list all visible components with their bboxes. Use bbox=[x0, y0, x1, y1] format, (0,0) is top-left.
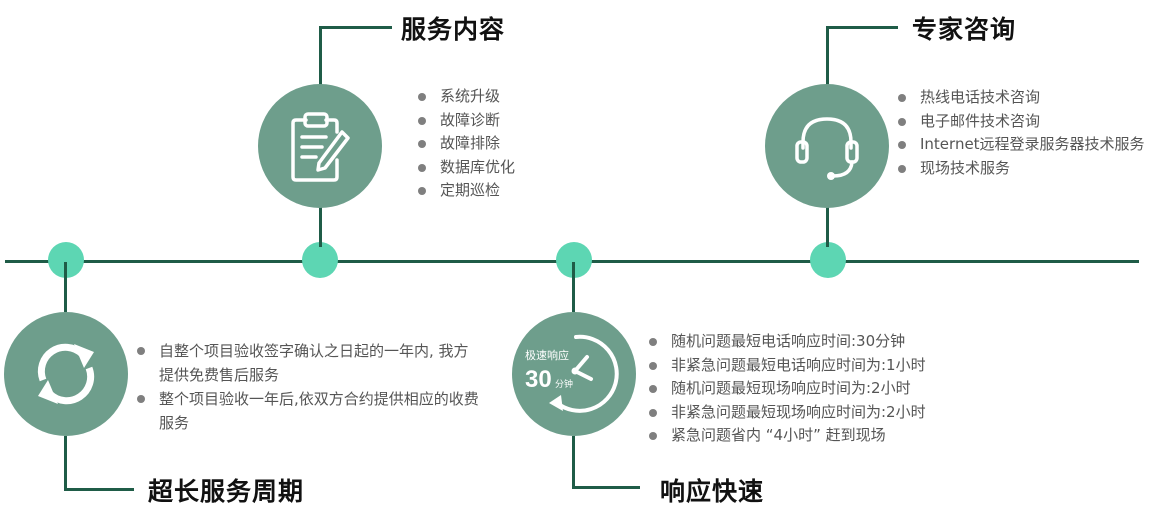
list-item: 自整个项目验收签字确认之日起的一年内, 我方提供免费售后服务 bbox=[137, 339, 482, 387]
connector-fast-response-bottom bbox=[572, 436, 575, 489]
list-item: 整个项目验收一年后,依双方合约提供相应的收费服务 bbox=[137, 387, 482, 435]
connector-service-content-horizontal bbox=[319, 26, 392, 29]
long-service-circle bbox=[4, 312, 128, 436]
timer-unit-text: 分钟 bbox=[555, 378, 573, 389]
list-item: 热线电话技术咨询 bbox=[898, 86, 1145, 110]
expert-consult-list: 热线电话技术咨询 电子邮件技术咨询 Internet远程登录服务器技术服务 现场… bbox=[898, 86, 1145, 180]
fast-response-list: 随机问题最短电话响应时间:30分钟 非紧急问题最短电话响应时间为:1小时 随机问… bbox=[649, 330, 926, 448]
list-item: 故障诊断 bbox=[418, 109, 515, 133]
fast-response-circle: 极速响应 30 分钟 bbox=[512, 312, 636, 436]
list-item: 定期巡检 bbox=[418, 179, 515, 203]
connector-long-service-horizontal bbox=[64, 488, 134, 491]
service-content-circle bbox=[258, 84, 382, 208]
long-service-title: 超长服务周期 bbox=[148, 477, 305, 506]
list-item: 故障排除 bbox=[418, 132, 515, 156]
list-item: 电子邮件技术咨询 bbox=[898, 110, 1145, 134]
connector-service-content-bottom bbox=[319, 207, 322, 247]
expert-consult-title: 专家咨询 bbox=[912, 15, 1017, 44]
long-service-list: 自整个项目验收签字确认之日起的一年内, 我方提供免费售后服务 整个项目验收一年后… bbox=[137, 339, 482, 435]
headset-icon bbox=[795, 117, 859, 180]
refresh-icon bbox=[37, 343, 95, 405]
list-item: 系统升级 bbox=[418, 85, 515, 109]
expert-consult-circle bbox=[765, 84, 889, 208]
timer-icon: 极速响应 30 分钟 bbox=[525, 334, 619, 413]
connector-expert-consult-top bbox=[826, 27, 829, 85]
connector-service-content-top bbox=[319, 27, 322, 85]
connector-long-service-bottom bbox=[64, 436, 67, 491]
service-content-list: 系统升级 故障诊断 故障排除 数据库优化 定期巡检 bbox=[418, 85, 515, 203]
list-item: 非紧急问题最短电话响应时间为:1小时 bbox=[649, 354, 926, 378]
timeline-node-service-content bbox=[302, 242, 338, 278]
list-item: Internet远程登录服务器技术服务 bbox=[898, 133, 1145, 157]
timeline-node-expert-consult bbox=[810, 242, 846, 278]
service-content-title: 服务内容 bbox=[401, 15, 506, 44]
connector-expert-consult-horizontal bbox=[826, 26, 898, 29]
list-item: 数据库优化 bbox=[418, 156, 515, 180]
connector-expert-consult-bottom bbox=[826, 207, 829, 247]
connector-fast-response-horizontal bbox=[572, 486, 640, 489]
connector-long-service-top bbox=[64, 262, 67, 312]
clipboard-icon bbox=[291, 112, 350, 182]
list-item: 非紧急问题最短现场响应时间为:2小时 bbox=[649, 401, 926, 425]
fast-response-title: 响应快速 bbox=[660, 477, 765, 506]
timer-number-text: 30 bbox=[525, 366, 552, 393]
list-item: 紧急问题省内 “4小时” 赶到现场 bbox=[649, 424, 926, 448]
list-item: 现场技术服务 bbox=[898, 157, 1145, 181]
list-item: 随机问题最短电话响应时间:30分钟 bbox=[649, 330, 926, 354]
timer-caption-text: 极速响应 bbox=[525, 348, 569, 362]
list-item: 随机问题最短现场响应时间为:2小时 bbox=[649, 377, 926, 401]
connector-fast-response-top bbox=[572, 262, 575, 312]
